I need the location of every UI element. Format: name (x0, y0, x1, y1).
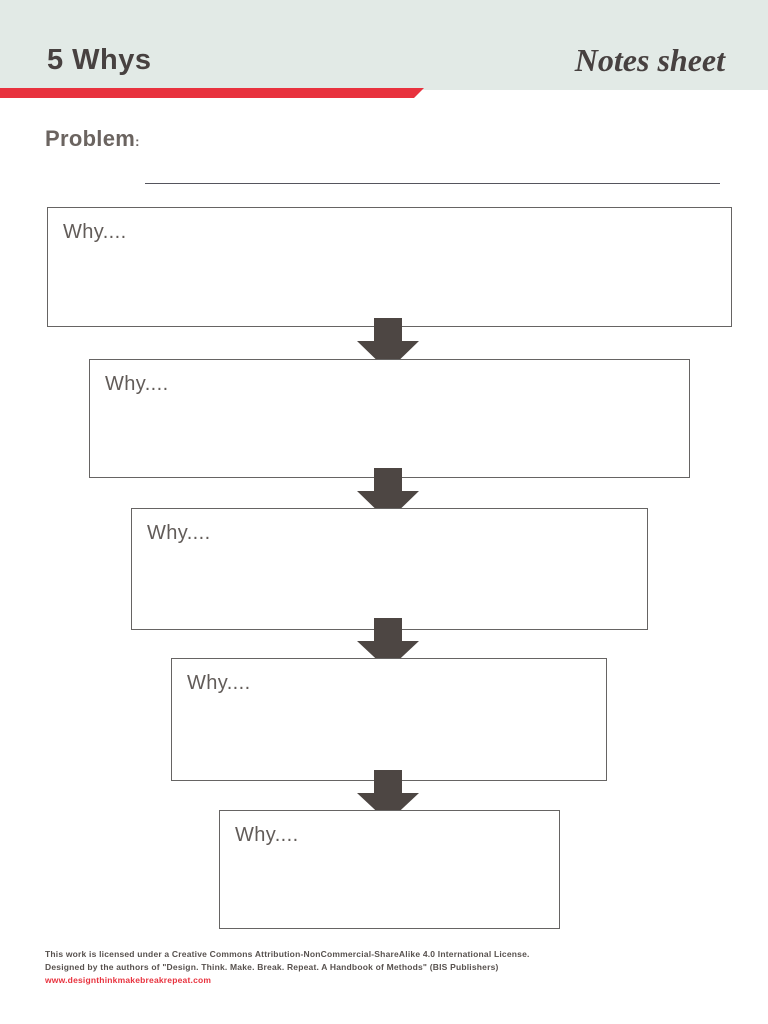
why-box-5: Why.... (219, 810, 560, 929)
header-band: 5 Whys Notes sheet (0, 0, 768, 90)
problem-colon: : (135, 134, 140, 149)
why-label-1: Why.... (63, 221, 127, 243)
why-box-2: Why.... (89, 359, 690, 478)
page-title: 5 Whys (47, 44, 152, 76)
sheet-subtitle: Notes sheet (574, 42, 725, 78)
footer-license-line: This work is licensed under a Creative C… (45, 949, 530, 959)
problem-answer-line (145, 183, 720, 184)
why-box-4: Why.... (171, 658, 607, 781)
problem-label: Problem (45, 126, 136, 151)
why-label-4: Why.... (187, 672, 251, 694)
why-label-2: Why.... (105, 373, 169, 395)
why-box-3: Why.... (131, 508, 648, 630)
footer: This work is licensed under a Creative C… (45, 948, 530, 987)
accent-red-bar (0, 88, 424, 98)
why-label-5: Why.... (235, 824, 299, 846)
why-label-3: Why.... (147, 522, 211, 544)
footer-designed-line: Designed by the authors of "Design. Thin… (45, 962, 499, 972)
footer-website-link: www.designthinkmakebreakrepeat.com (45, 975, 212, 985)
problem-row: Problem: (45, 126, 139, 152)
why-box-1: Why.... (47, 207, 732, 327)
